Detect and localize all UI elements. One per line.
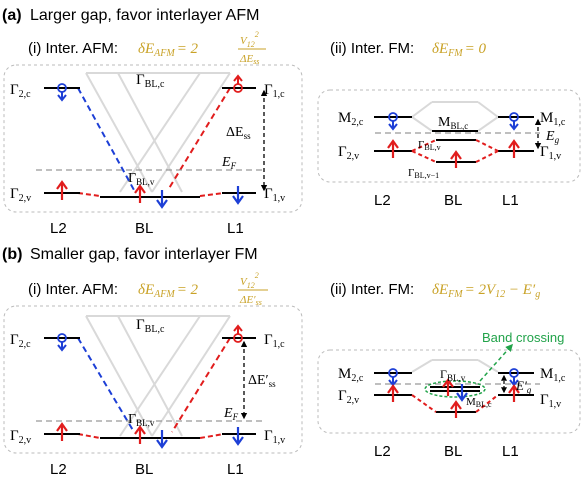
a-afm-red-dash-2 (77, 192, 101, 197)
a-afm-gblv-label: ΓBL,v (128, 171, 155, 187)
a-fm-m2c-label: M2,c (338, 110, 364, 128)
b-afm-g2v-label: Γ2,v (10, 428, 31, 446)
b-fm-crossing-annotation: Band crossing (482, 330, 564, 345)
b-fm-g2v-label: Γ2,v (338, 388, 359, 406)
b-fm-gblv-label: ΓBL,v (440, 367, 466, 383)
a-afm-g1c-label: Γ1,c (264, 82, 285, 100)
a-afm-dess-label: ΔEss (226, 125, 251, 141)
a-fm-eg-label: Eg (545, 129, 560, 145)
svg-text:ΔEss: ΔEss (239, 53, 259, 66)
a-fm-hybrid-lines (411, 101, 499, 132)
a-afm-red-dash (167, 87, 231, 191)
panel-a-title: Larger gap, favor interlayer AFM (30, 7, 259, 24)
b-afm-g2c-label: Γ2,c (10, 332, 31, 350)
b-afm-equation: δEAFM= 2 V122 ΔE′ss (138, 271, 268, 307)
b-fm-layer-bl: BL (444, 443, 462, 460)
svg-text:ΔE′ss: ΔE′ss (239, 294, 262, 307)
a-afm-layer-bl: BL (135, 220, 153, 237)
svg-text:δEAFM= 2: δEAFM= 2 (138, 282, 199, 300)
b-afm-gblv-label: ΓBL,v (128, 412, 155, 428)
b-fm-red-dashes (411, 394, 499, 413)
b-fm-layer-l2: L2 (374, 443, 391, 460)
b-afm-spin-markers (56, 324, 244, 449)
b-fm-crossing-ellipse (424, 380, 486, 398)
a-fm-g1v-label: Γ1,v (540, 144, 561, 162)
panel-a-tag: (a) (2, 7, 22, 24)
b-afm-blue-dash (77, 337, 135, 433)
svg-text:V122: V122 (240, 271, 259, 290)
b-fm-g1v-label: Γ1,v (540, 392, 561, 410)
a-fm-spin-markers (387, 112, 520, 168)
b-fm-mblc-label: MBL,c (466, 396, 492, 409)
panel-b-tag: (b) (2, 246, 22, 263)
a-fm-layer-bl: BL (444, 192, 462, 209)
b-fm-spin-markers (387, 368, 520, 418)
a-fm-red-dashes (411, 139, 499, 163)
a-afm-hybrid-lines (85, 72, 231, 193)
a-afm-label: (i) Inter. AFM: (28, 40, 118, 57)
a-fm-gblv-label: ΓBL,v (418, 139, 441, 152)
b-afm-red-dash-2 (77, 433, 101, 439)
b-fm-crossing-arrow (479, 343, 513, 382)
a-fm-gblv1-label: ΓBL,v−1 (408, 167, 439, 180)
panel-b-title: Smaller gap, favor interlayer FM (30, 246, 258, 263)
a-afm-blue-dash (77, 87, 135, 191)
a-afm-g2v-label: Γ2,v (10, 186, 31, 204)
b-afm-hybrid-lines (85, 315, 231, 437)
a-fm-mblc-label: MBL,c (438, 115, 468, 131)
b-afm-ef-label: EF (223, 406, 239, 422)
b-afm-gblc-label: ΓBL,c (136, 317, 165, 335)
a-afm-red-dash-3 (199, 192, 225, 197)
a-afm-layer-l2: L2 (50, 220, 67, 237)
a-afm-box (3, 64, 303, 213)
a-fm-label: (ii) Inter. FM: (330, 40, 414, 57)
b-afm-layer-l2: L2 (50, 461, 67, 478)
a-fm-m1c-label: M1,c (540, 110, 566, 128)
b-fm-eg-label: E′g (515, 378, 532, 395)
b-fm-m2c-label: M2,c (338, 366, 364, 384)
b-fm-label: (ii) Inter. FM: (330, 281, 414, 298)
a-afm-equation: δEAFM= 2 V122 ΔEss (138, 30, 266, 66)
a-afm-spin-markers (56, 74, 244, 209)
a-fm-layer-l2: L2 (374, 192, 391, 209)
b-afm-label: (i) Inter. AFM: (28, 281, 118, 298)
b-fm-layer-l1: L1 (502, 443, 519, 460)
b-afm-red-dash (171, 337, 231, 433)
a-afm-g2c-label: Γ2,c (10, 82, 31, 100)
a-fm-g2v-label: Γ2,v (338, 144, 359, 162)
a-afm-ef-label: EF (221, 155, 237, 171)
a-fm-equation: δEFM= 0 (432, 41, 486, 59)
a-afm-gblc-label: ΓBL,c (136, 72, 165, 90)
svg-text:δEAFM= 2: δEAFM= 2 (138, 41, 199, 59)
b-fm-equation: δEFM= 2V12 − E′g (432, 282, 540, 300)
b-fm-box (317, 349, 581, 434)
b-afm-box (3, 305, 303, 454)
b-afm-g1v-label: Γ1,v (264, 428, 285, 446)
b-afm-g1c-label: Γ1,c (264, 332, 285, 350)
b-fm-hybrid-lines (411, 359, 499, 373)
a-fm-box (317, 89, 581, 183)
a-afm-g1v-label: Γ1,v (264, 186, 285, 204)
b-afm-red-dash-3 (199, 433, 225, 439)
b-afm-layer-bl: BL (135, 461, 153, 478)
a-afm-layer-l1: L1 (227, 220, 244, 237)
b-afm-layer-l1: L1 (227, 461, 244, 478)
b-afm-dess-label: ΔE′ss (248, 373, 276, 389)
a-fm-layer-l1: L1 (502, 192, 519, 209)
b-fm-m1c-label: M1,c (540, 366, 566, 384)
svg-text:V122: V122 (240, 30, 259, 49)
